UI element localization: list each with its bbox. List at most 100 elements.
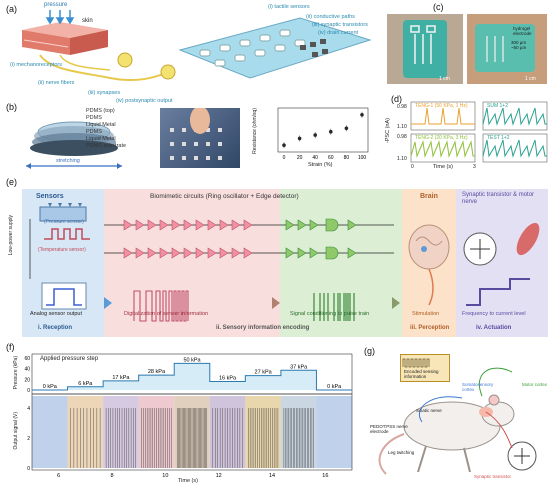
pressure-step-label: 17 kPa <box>112 375 130 381</box>
panel-c-label: (c) <box>433 2 444 12</box>
y-axis-label: Resistance (ohm/sq) <box>252 108 258 154</box>
conductive-paths-label: (ii) conductive paths <box>306 14 355 20</box>
hydrogel-label: hydrogel electrode <box>513 26 532 36</box>
data-point <box>282 143 286 148</box>
motor-cortex-label: Motor cortex <box>522 382 548 387</box>
pressure-sensor-label: (Pressure sensor) <box>44 219 84 225</box>
panel-a-label: (a) <box>6 4 17 14</box>
synapses-label: (iii) synapses <box>88 90 121 96</box>
conditioning-label: Signal conditioning to pulse train <box>290 311 370 317</box>
mechanoreceptors-label: (i) mechanoreceptors <box>10 62 62 68</box>
sensor-photo-hand <box>387 14 463 84</box>
scale-bar-2: 1 cm <box>525 76 536 82</box>
test-trace <box>482 139 547 158</box>
scale-bar-1: 1 cm <box>439 76 450 82</box>
teng-2-trace <box>410 140 475 158</box>
encoding-label: ii. Sensory information encoding <box>216 325 310 331</box>
sensor-photo-arm <box>467 14 547 84</box>
digitalization-label: Digitalization of sensor information <box>124 311 209 317</box>
time-tick-label: 12 <box>216 473 222 479</box>
pressure-step-label: 16 kPa <box>219 375 237 381</box>
analog-output-label: Analog sensor output <box>30 311 82 317</box>
encoded-info-box: Encoded sensing information <box>400 354 450 382</box>
x-tick-3: 3 <box>473 164 476 170</box>
time-tick-label: 10 <box>162 473 168 479</box>
pressure-step-label: 6 kPa <box>78 381 93 387</box>
panel-a-illustration <box>22 10 372 81</box>
time-tick-label: 14 <box>269 473 275 479</box>
panel-f-label: (f) <box>6 342 15 352</box>
layer-label: PDMS <box>86 129 102 135</box>
x-tick-label: 100 <box>358 155 367 161</box>
biomimetic-title: Biomimetic circuits (Ring oscillator + E… <box>150 193 299 200</box>
data-point <box>297 136 302 141</box>
circuit-illustration <box>104 218 400 322</box>
pressure-step-label: 28 kPa <box>148 369 166 375</box>
pedot-label: PEDOT:PSS nerve electrode <box>370 424 408 434</box>
layer-label: PDMS (top) <box>86 108 115 114</box>
layer-label: Liquid Metal <box>86 122 116 128</box>
time-tick-label: 8 <box>110 473 113 479</box>
trace-2-top-tick: 0.98 <box>397 134 407 140</box>
synaptic-transistors-label: (iii) synaptic transistors <box>312 22 368 28</box>
pressure-tick-label: 0 <box>27 388 30 394</box>
panel-a: (a) <box>0 0 380 108</box>
synaptic-transistor-label: Synaptic transistor <box>474 474 512 479</box>
pressure-step-label: 0 kPa <box>43 384 58 390</box>
brain-title: Brain <box>420 193 438 200</box>
panel-d: (d) -PSC (nA) 0.98 1.10 0.98 1.10 TENG-1… <box>385 94 550 174</box>
sum-label: SUM 1+2 <box>487 103 508 109</box>
pressure-tick-label: 20 <box>24 377 30 383</box>
frequency-label: Frequency to current level <box>462 311 526 317</box>
pressure-label: pressure <box>44 2 68 8</box>
layer-label: PDMS <box>86 115 102 121</box>
somatosensory-label: Somatosensory cortex <box>462 382 494 392</box>
output-band <box>316 396 352 468</box>
time-axis-label: Time (s) <box>178 478 198 484</box>
layer-label: Liquid Metal <box>86 136 116 142</box>
panel-g: (g) Encoded sensing information Somatose… <box>362 342 550 485</box>
time-tick-label: 16 <box>322 473 328 479</box>
test-label: TEST 1+2 <box>487 135 510 141</box>
x-tick-label: 20 <box>297 155 303 161</box>
actuation-illustration <box>463 222 540 306</box>
teng-1-trace <box>411 107 475 125</box>
electrode-dimensions: 300 µm ~50 µm <box>511 40 527 50</box>
trace-2-bot-tick: 1.10 <box>397 156 407 162</box>
panel-e-label: (e) <box>6 177 17 187</box>
sciatic-label: Sciatic nerve <box>416 408 442 413</box>
teng-1-label: TENG-1 (50 KPa, 1 Hz) <box>415 103 468 109</box>
x-tick-label: 0 <box>283 155 286 161</box>
sensors-title: Sensors <box>36 193 64 200</box>
synaptic-motor-title: Synaptic transistor & motor nerve <box>462 192 535 205</box>
pressure-step-label: 37 kPa <box>290 364 308 370</box>
layer-list: PDMS (top) PDMS Liquid Metal PDMS Liquid… <box>86 108 126 150</box>
x-tick-0: 0 <box>411 164 414 170</box>
teng-2-label: TENG-2 (20 KPa, 3 Hz) <box>415 135 468 141</box>
panel-g-label: (g) <box>364 346 375 356</box>
x-tick-label: 80 <box>344 155 350 161</box>
panel-c: (c) 1 cm 300 µm ~50 µm hydrogel electrod… <box>385 0 550 95</box>
x-axis-label: Strain (%) <box>308 162 333 168</box>
data-point <box>313 133 317 137</box>
pressure-step-label: 50 kPa <box>183 357 201 363</box>
pressure-tick-label: 40 <box>24 367 30 373</box>
data-point <box>360 112 364 117</box>
temperature-sensor-label: (Temperature sensor) <box>38 247 86 253</box>
layer-stack-illustration <box>26 121 122 169</box>
panel-b-label: (b) <box>6 102 17 112</box>
output-tick-label: 2 <box>27 436 30 442</box>
brain-illustration <box>408 224 450 306</box>
panel-d-label: (d) <box>391 94 402 104</box>
pressure-tick-label: 60 <box>24 356 30 362</box>
output-band <box>67 396 104 468</box>
panel-e: (e) Sensors Low-power supply (Pressure s… <box>0 175 550 345</box>
drain-current-label: (iv) drain current <box>318 30 359 36</box>
biomimetic-section <box>104 189 280 337</box>
time-axis-label: Time (s) <box>433 164 453 170</box>
pressure-step-line <box>32 362 352 391</box>
reception-label: i. Reception <box>38 325 73 331</box>
plot-frame <box>277 107 369 153</box>
